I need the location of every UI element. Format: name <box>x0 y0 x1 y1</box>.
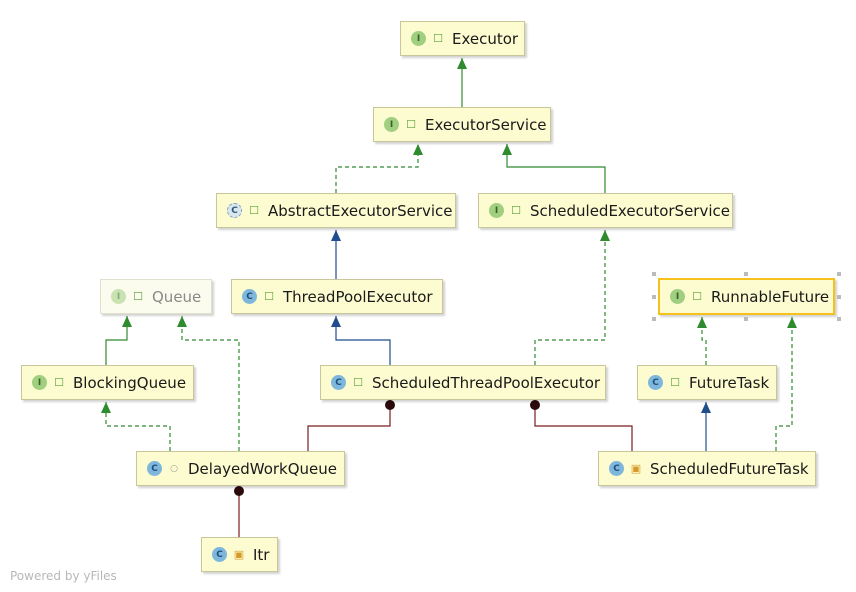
node-scheduled-executor-service[interactable]: I ☐ ScheduledExecutorService <box>478 193 733 228</box>
selection-handle[interactable] <box>837 317 841 321</box>
node-label: ScheduledThreadPoolExecutor <box>372 373 601 392</box>
arrowhead <box>600 230 610 241</box>
node-label: ExecutorService <box>425 115 547 134</box>
edge-scheduledexecutorservice-extends-executorservice <box>506 144 606 193</box>
selection-handle[interactable] <box>652 317 656 321</box>
arrowhead <box>331 230 341 241</box>
interface-icon: I <box>489 203 504 218</box>
edge-delayedworkqueue-inner-of-stpe <box>307 405 391 451</box>
node-blocking-queue[interactable]: I ☐ BlockingQueue <box>21 365 194 400</box>
class-icon: C <box>147 461 162 476</box>
node-label: DelayedWorkQueue <box>188 459 338 478</box>
node-delayed-work-queue[interactable]: C ○ DelayedWorkQueue <box>136 451 345 486</box>
node-thread-pool-executor[interactable]: C ☐ ThreadPoolExecutor <box>231 279 443 314</box>
interface-icon: I <box>32 375 47 390</box>
class-icon: C <box>242 289 257 304</box>
arrowhead <box>331 316 341 327</box>
public-visibility-icon: ☐ <box>54 376 64 389</box>
selection-handle[interactable] <box>652 295 656 299</box>
watermark: Powered by yFiles <box>10 569 117 583</box>
node-label: Itr <box>253 545 270 564</box>
node-label: ScheduledExecutorService <box>530 201 730 220</box>
selection-handle[interactable] <box>837 295 841 299</box>
interface-icon: I <box>411 31 426 46</box>
public-visibility-icon: ☐ <box>264 290 274 303</box>
inner-class-connector-dot <box>234 486 244 496</box>
interface-icon: I <box>111 289 126 304</box>
interface-icon: I <box>384 117 399 132</box>
public-visibility-icon: ☐ <box>406 118 416 131</box>
arrowhead <box>101 402 111 413</box>
edge-stpe-implements-scheduledexecutorservice <box>534 230 606 365</box>
abstract-class-icon: C <box>227 203 242 218</box>
public-visibility-icon: ☐ <box>133 290 143 303</box>
edge-blockingqueue-extends-queue <box>105 316 128 365</box>
public-visibility-icon: ☐ <box>353 376 363 389</box>
selection-handle[interactable] <box>652 272 656 276</box>
arrowhead <box>457 58 467 69</box>
arrowhead <box>787 317 797 328</box>
public-visibility-icon: ☐ <box>692 290 702 303</box>
class-icon: C <box>331 375 346 390</box>
node-label: FutureTask <box>689 373 770 392</box>
inner-class-connector-dot <box>385 400 395 410</box>
node-label: AbstractExecutorService <box>268 201 453 220</box>
node-future-task[interactable]: C ☐ FutureTask <box>637 365 777 400</box>
public-visibility-icon: ☐ <box>511 204 521 217</box>
node-label: Executor <box>452 29 519 48</box>
node-label: RunnableFuture <box>711 287 830 306</box>
arrowhead <box>413 144 423 155</box>
private-lock-icon: ▣ <box>233 548 245 561</box>
node-label: Queue <box>152 287 202 306</box>
node-executor-service[interactable]: I ☐ ExecutorService <box>373 107 551 142</box>
edge-delayedworkqueue-implements-blockingqueue <box>105 402 171 451</box>
arrowhead <box>502 144 512 155</box>
inner-class-connector-dot <box>530 400 540 410</box>
node-scheduled-future-task[interactable]: C ▣ ScheduledFutureTask <box>598 451 816 486</box>
class-icon: C <box>609 461 624 476</box>
selection-handle[interactable] <box>837 272 841 276</box>
edge-abstractexecutorservice-implements-executorservice <box>335 144 419 193</box>
selection-handle[interactable] <box>744 272 748 276</box>
public-visibility-icon: ☐ <box>249 204 259 217</box>
node-abstract-executor-service[interactable]: C ☐ AbstractExecutorService <box>216 193 456 228</box>
edge-stpe-extends-threadpoolexecutor <box>335 316 391 365</box>
arrowhead <box>177 316 187 327</box>
class-icon: C <box>212 547 227 562</box>
class-icon: C <box>648 375 663 390</box>
edge-scheduledfuturetask-inner-of-stpe <box>534 405 633 451</box>
node-scheduled-thread-pool-executor[interactable]: C ☐ ScheduledThreadPoolExecutor <box>320 365 606 400</box>
arrowhead <box>122 316 132 327</box>
node-label: ThreadPoolExecutor <box>283 287 433 306</box>
node-label: ScheduledFutureTask <box>650 459 809 478</box>
private-lock-icon: ▣ <box>630 462 642 475</box>
selection-handle[interactable] <box>744 317 748 321</box>
node-queue[interactable]: I ☐ Queue <box>100 279 212 314</box>
arrowhead <box>701 402 711 413</box>
node-runnable-future[interactable]: I ☐ RunnableFuture <box>658 278 835 315</box>
node-executor[interactable]: I ☐ Executor <box>400 21 525 56</box>
edge-scheduledfuturetask-implements-runnablefuture <box>775 317 793 451</box>
arrowhead <box>697 317 707 328</box>
public-visibility-icon: ☐ <box>433 32 443 45</box>
interface-icon: I <box>670 289 685 304</box>
public-visibility-icon: ☐ <box>670 376 680 389</box>
node-itr[interactable]: C ▣ Itr <box>201 537 278 572</box>
node-label: BlockingQueue <box>73 373 187 392</box>
package-visibility-icon: ○ <box>170 463 178 474</box>
